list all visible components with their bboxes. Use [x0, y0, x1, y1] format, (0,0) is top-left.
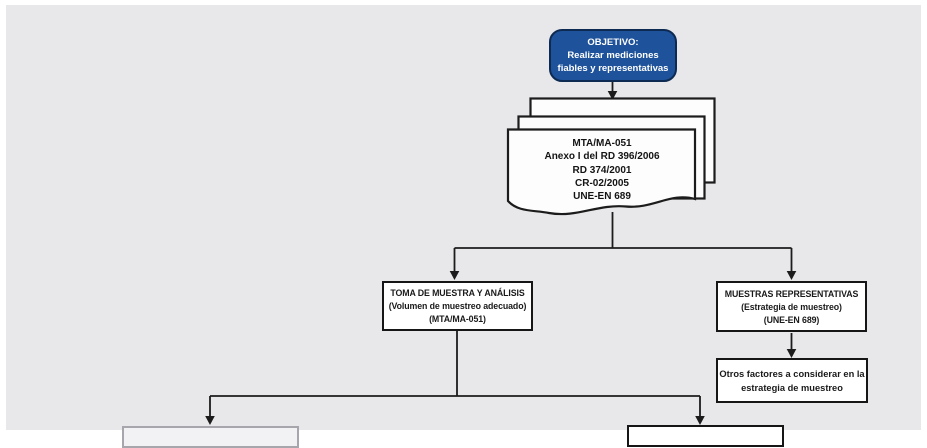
muestras-representativas-node: MUESTRAS REPRESENTATIVAS (Estrategia de … [716, 281, 867, 332]
document-reference-line: Anexo I del RD 396/2006 [544, 151, 660, 163]
muestras-title: MUESTRAS REPRESENTATIVAS [724, 289, 859, 299]
document-reference-line: UNE-EN 689 [573, 191, 631, 203]
otros-factores-node: Otros factores a considerar en la estrat… [716, 358, 868, 403]
toma-title: TOMA DE MUESTRA Y ANÁLISIS [390, 288, 525, 298]
objetivo-line: Realizar mediciones [567, 50, 659, 61]
objetivo-title: OBJETIVO: [587, 37, 639, 48]
cutoff-node-right [627, 425, 784, 447]
document-reference-line: RD 374/2001 [572, 164, 632, 176]
page-front-wavy-icon [506, 128, 697, 216]
arrowhead-icons [205, 91, 797, 425]
document-references: MTA/MA-051 Anexo I del RD 396/2006 RD 37… [508, 128, 696, 203]
toma-line: (Volumen de muestreo adecuado) [388, 301, 527, 311]
otros-line: estrategia de muestreo [741, 382, 843, 393]
flowchart-canvas: OBJETIVO: Realizar mediciones fiables y … [6, 5, 921, 448]
document-reference-line: MTA/MA-051 [572, 138, 632, 149]
toma-de-muestra-node: TOMA DE MUESTRA Y ANÁLISIS (Volumen de m… [382, 281, 533, 331]
cutoff-node-left [122, 426, 299, 448]
stacked-pages-icon [506, 97, 716, 216]
connector-lines [205, 82, 797, 425]
otros-line: Otros factores a considerar en la [719, 369, 865, 379]
document-stack-node: MTA/MA-051 Anexo I del RD 396/2006 RD 37… [505, 96, 720, 224]
objetivo-node: OBJETIVO: Realizar mediciones fiables y … [549, 29, 677, 82]
document-reference-line: CR-02/2005 [575, 177, 629, 189]
muestras-line: (Estrategia de muestreo) [741, 302, 842, 312]
muestras-line: (UNE-EN 689) [763, 315, 820, 325]
objetivo-line: fiables y representativas [557, 63, 669, 74]
toma-line: (MTA/MA-051) [429, 314, 486, 324]
